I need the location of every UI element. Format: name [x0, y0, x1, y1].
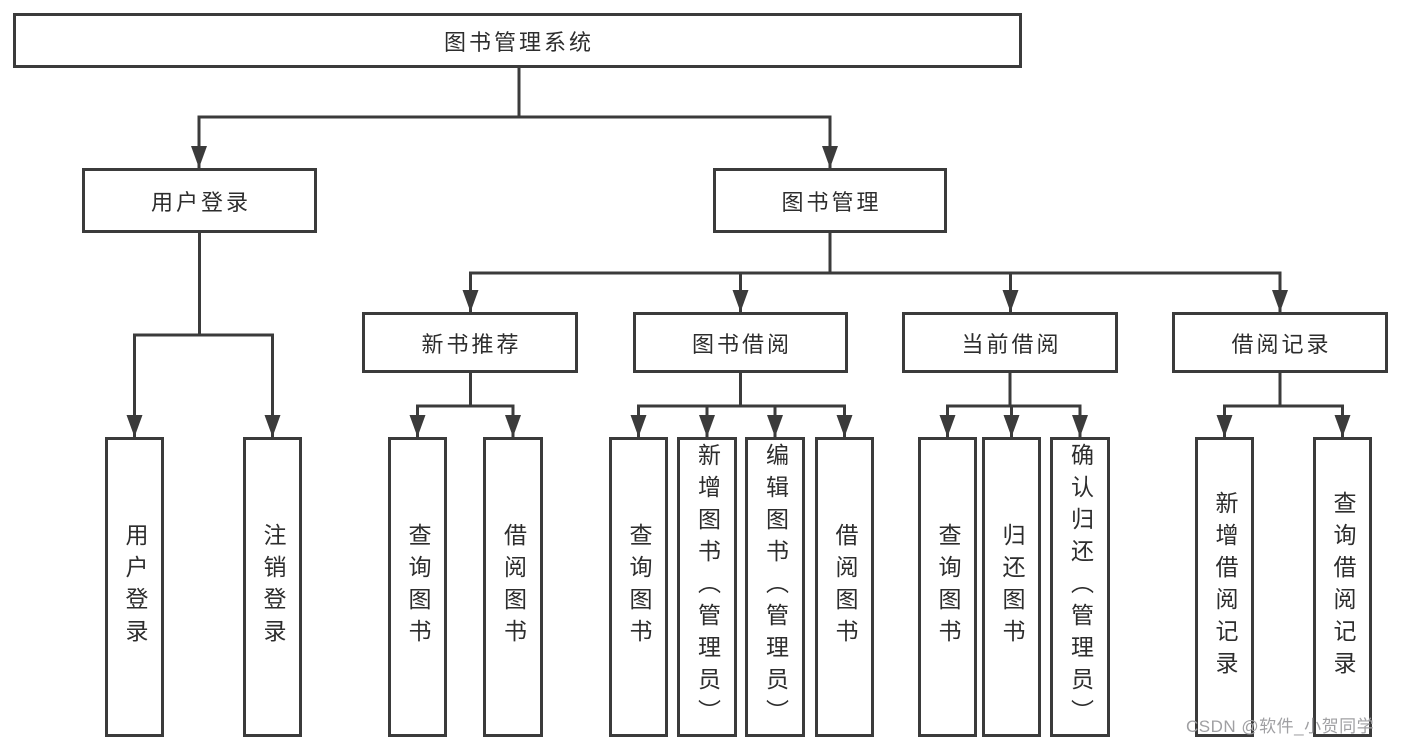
leaf-logout: 注销登录	[243, 437, 302, 737]
connector-current-borrow-to-leaves	[939, 373, 1088, 437]
leaf-logout-label: 注销登录	[260, 523, 286, 651]
connector-book-mgmt-to-level2	[462, 233, 1288, 312]
node-book-management: 图书管理	[713, 168, 947, 233]
leaf-query-books-recommend: 查询图书	[388, 437, 447, 737]
node-root-system: 图书管理系统	[13, 13, 1022, 68]
node-user-login-label: 用户登录	[150, 189, 251, 215]
node-borrow-records: 借阅记录	[1172, 312, 1388, 373]
leaf-query-books-current: 查询图书	[918, 437, 977, 737]
leaf-edit-books-admin: 编辑图书（管理员）	[745, 437, 805, 737]
node-book-borrow: 图书借阅	[633, 312, 848, 373]
connector-borrow-records-to-leaves	[1216, 373, 1351, 437]
node-current-borrow-label: 当前借阅	[961, 331, 1062, 357]
leaf-edit-books-admin-label: 编辑图书（管理员）	[762, 443, 789, 731]
leaf-return-books: 归还图书	[982, 437, 1041, 737]
node-root-label: 图书管理系统	[443, 29, 594, 55]
leaf-borrow-books-label: 借阅图书	[832, 523, 858, 651]
leaf-add-books-admin-label: 新增图书（管理员）	[694, 443, 721, 731]
connector-new-books-to-leaves	[409, 373, 521, 437]
leaf-add-borrow-record-label: 新增借阅记录	[1212, 491, 1238, 683]
leaf-user-login-label: 用户登录	[122, 523, 148, 651]
connector-root-to-level1	[191, 68, 838, 168]
node-borrow-records-label: 借阅记录	[1231, 331, 1332, 357]
leaf-query-books-current-label: 查询图书	[935, 523, 961, 651]
csdn-watermark: CSDN @软件_小贺同学	[1186, 717, 1375, 736]
leaf-borrow-books: 借阅图书	[815, 437, 874, 737]
leaf-confirm-return-admin: 确认归还（管理员）	[1050, 437, 1110, 737]
node-new-book-recommend-label: 新书推荐	[421, 331, 522, 357]
leaf-query-borrow-record-label: 查询借阅记录	[1330, 491, 1356, 683]
connector-book-borrow-to-leaves	[630, 373, 853, 437]
node-current-borrow: 当前借阅	[902, 312, 1118, 373]
node-new-book-recommend: 新书推荐	[362, 312, 578, 373]
node-user-login: 用户登录	[82, 168, 317, 233]
leaf-return-books-label: 归还图书	[999, 523, 1025, 651]
leaf-confirm-return-admin-label: 确认归还（管理员）	[1067, 443, 1094, 731]
leaf-query-books-borrow: 查询图书	[609, 437, 668, 737]
node-book-management-label: 图书管理	[781, 189, 882, 215]
leaf-add-books-admin: 新增图书（管理员）	[677, 437, 737, 737]
leaf-query-books-borrow-label: 查询图书	[626, 523, 652, 651]
leaf-query-books-recommend-label: 查询图书	[405, 523, 431, 651]
connector-user-login-to-leaves	[126, 233, 281, 437]
leaf-query-borrow-record: 查询借阅记录	[1313, 437, 1372, 737]
node-book-borrow-label: 图书借阅	[691, 331, 792, 357]
leaf-borrow-books-recommend: 借阅图书	[483, 437, 543, 737]
leaf-add-borrow-record: 新增借阅记录	[1195, 437, 1254, 737]
leaf-borrow-books-recommend-label: 借阅图书	[500, 523, 527, 651]
leaf-user-login: 用户登录	[105, 437, 164, 737]
